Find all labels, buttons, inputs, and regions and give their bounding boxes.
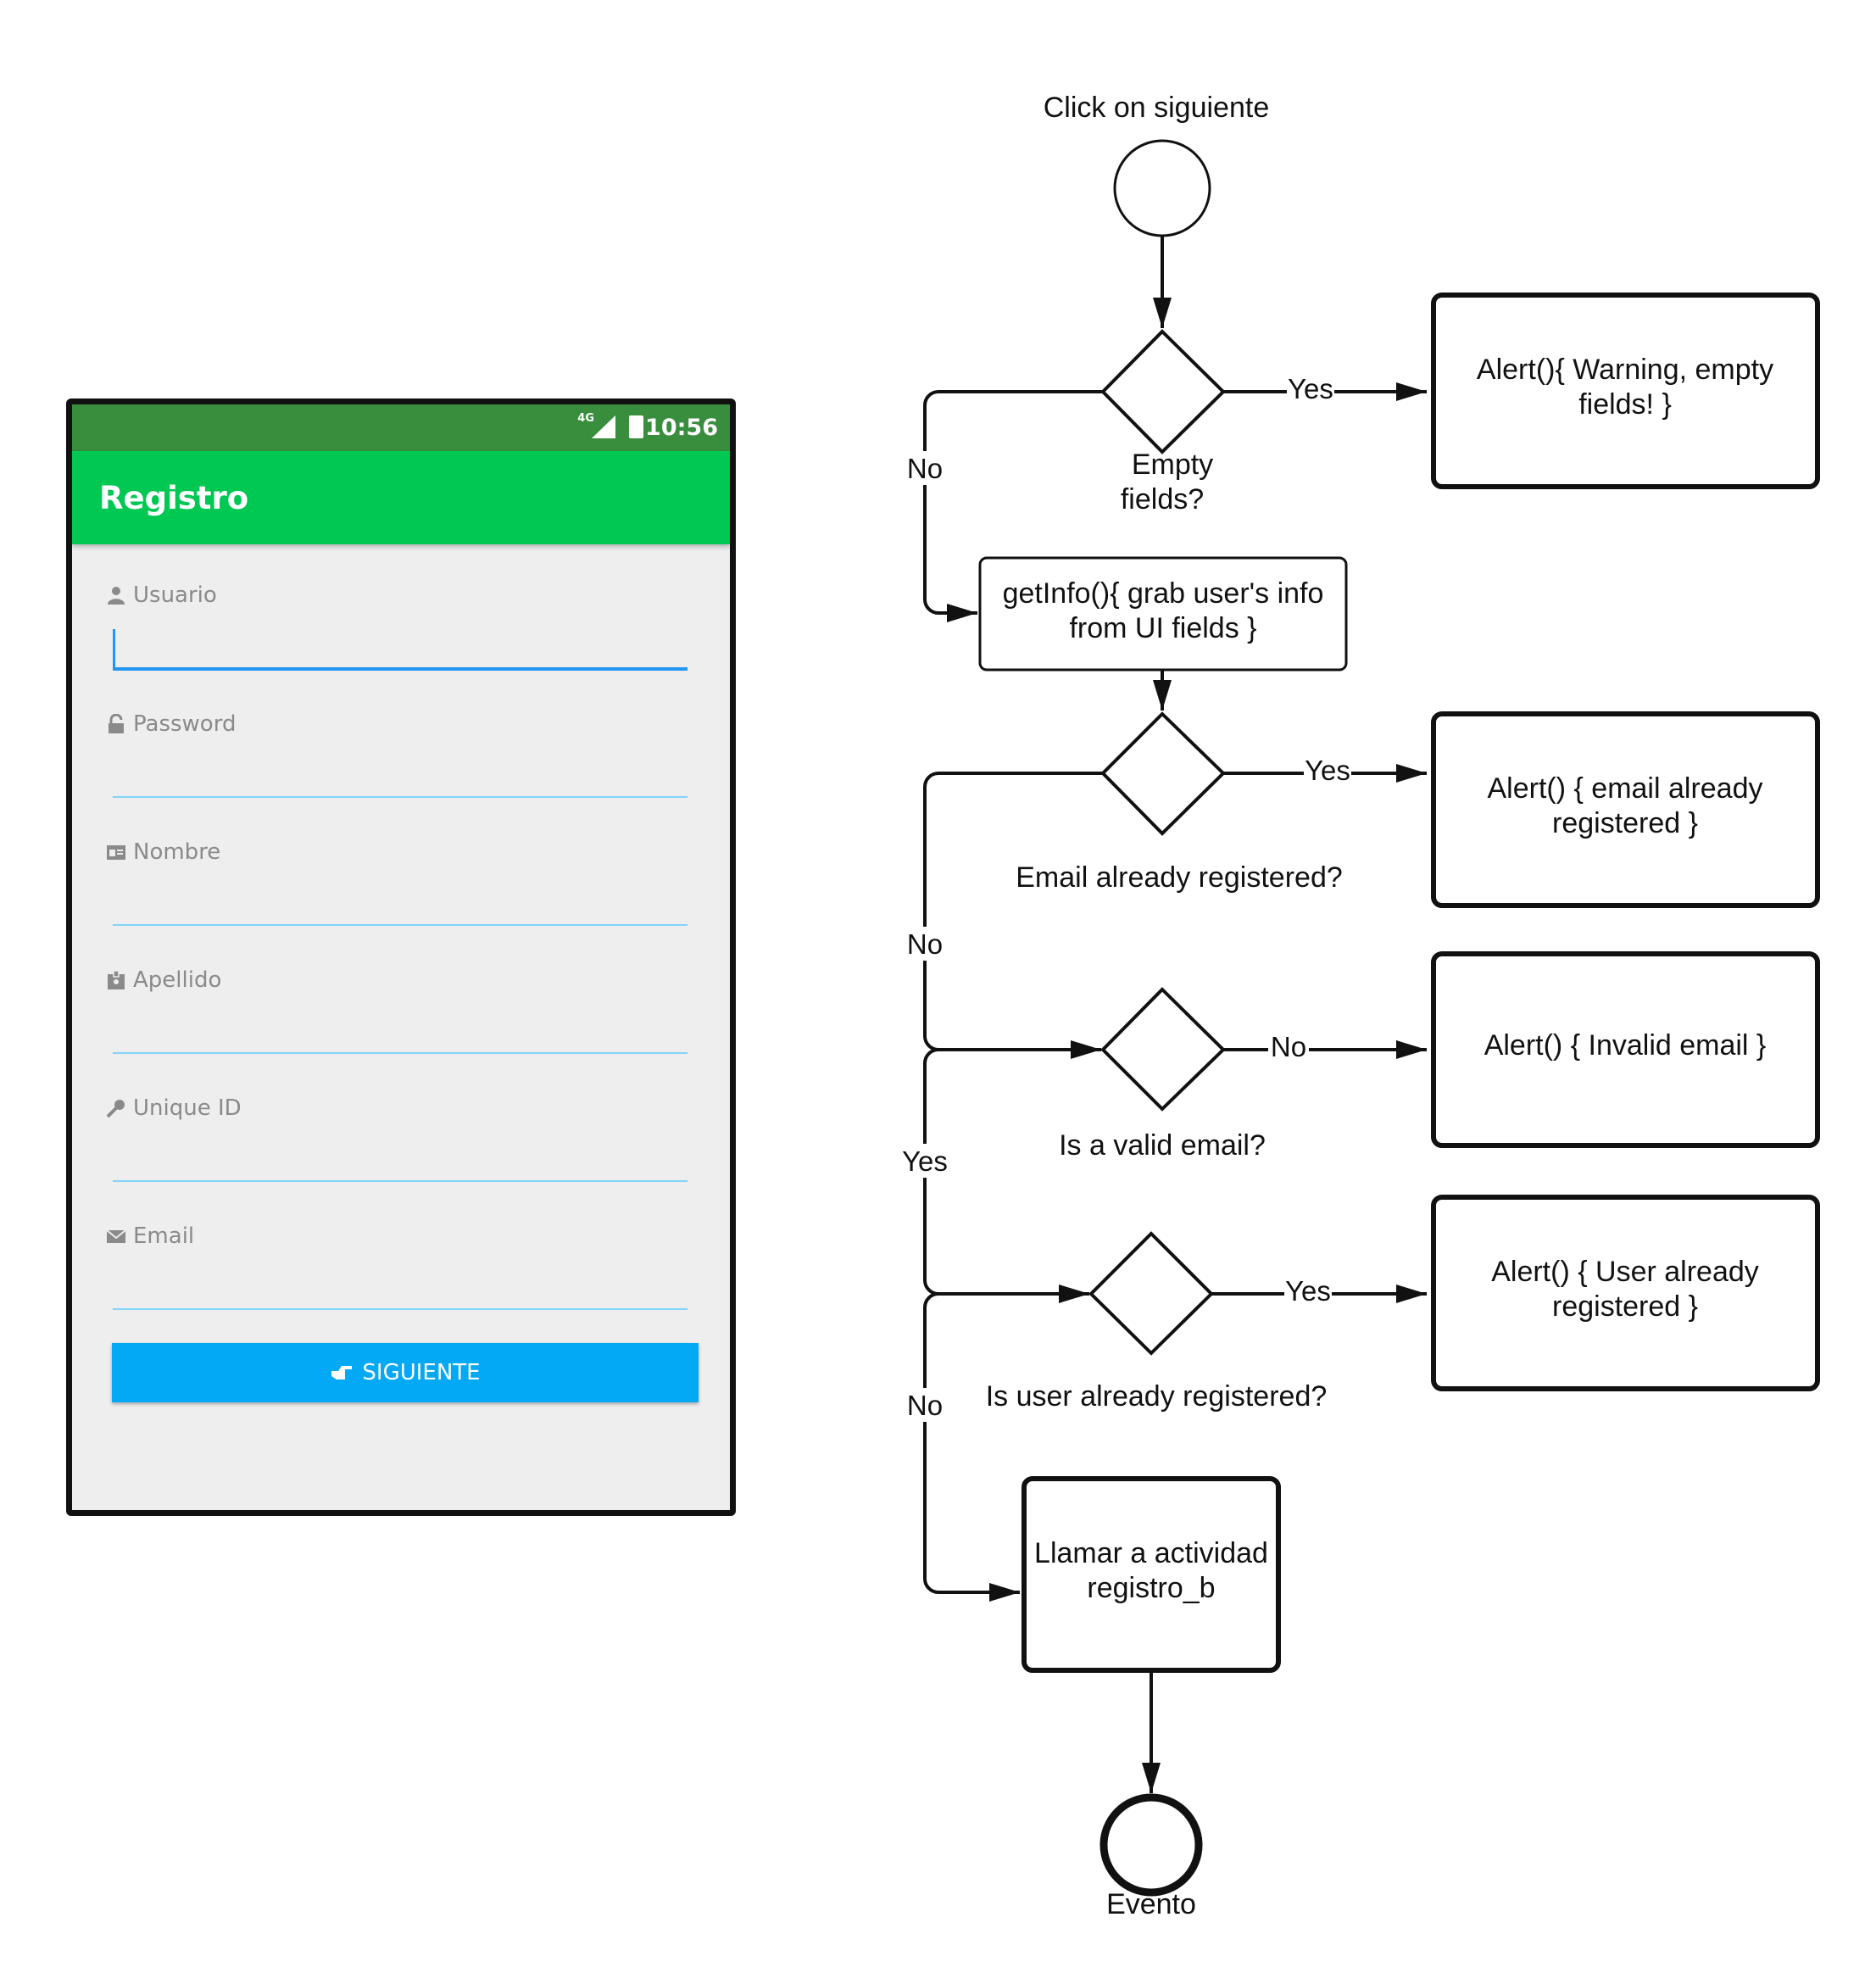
alert-user-registered-line-1: Alert() { User already [1491, 1256, 1759, 1288]
apellido-field[interactable]: Apellido [106, 967, 699, 1095]
badge-icon [108, 970, 125, 989]
usuario-underline [113, 667, 687, 671]
alert-empty-box [1431, 293, 1820, 489]
getinfo-box [978, 556, 1348, 672]
unique-id-label: Unique ID [133, 1095, 242, 1121]
email-field[interactable]: Email [106, 1223, 699, 1351]
apellido-underline [113, 1052, 687, 1054]
email-underline [113, 1308, 687, 1310]
lock-icon [109, 714, 124, 733]
empty-fields-label-2: fields? [1121, 483, 1204, 516]
empty-no-label: No [907, 453, 943, 484]
password-label: Password [133, 711, 237, 737]
email-no-label: No [907, 928, 943, 960]
envelope-icon [106, 1229, 126, 1243]
edge-email-no [923, 772, 1103, 1059]
email-yes-label: Yes [1305, 755, 1350, 786]
unique-id-underline [113, 1180, 687, 1182]
status-time: 10:56 [645, 415, 718, 441]
user-yes-label: Yes [1285, 1275, 1331, 1307]
siguiente-button[interactable]: SIGUIENTE [112, 1343, 699, 1402]
usuario-field[interactable]: Usuario [106, 582, 699, 710]
usuario-label: Usuario [133, 582, 217, 608]
alert-invalid-email-box [1431, 951, 1820, 1148]
unique-id-field[interactable]: Unique ID [106, 1095, 699, 1223]
email-registered-label: Email already registered? [1016, 861, 1343, 894]
email-registered-decision [1100, 711, 1226, 836]
app-title: Registro [99, 480, 249, 516]
start-label: Click on siguiente [1044, 92, 1269, 124]
app-bar: Registro [72, 451, 730, 544]
user-registered-decision [1088, 1231, 1214, 1356]
phone-screenshot: 4G 10:56 Registro Usuario Password Nombr… [66, 398, 736, 1516]
siguiente-label: SIGUIENTE [362, 1360, 481, 1385]
hand-pointer-icon [331, 1366, 353, 1379]
edge-user-no [923, 1292, 1020, 1602]
email-label: Email [133, 1223, 195, 1249]
valid-yes-label: Yes [902, 1145, 948, 1177]
llamar-activity-box [1022, 1476, 1281, 1673]
getinfo-line-2: from UI fields } [1069, 612, 1256, 644]
alert-user-registered-line-2: registered } [1552, 1290, 1698, 1323]
start-event [1113, 139, 1211, 237]
valid-email-label: Is a valid email? [1059, 1129, 1266, 1162]
empty-fields-decision [1100, 329, 1226, 454]
person-icon [108, 587, 125, 605]
valid-no-label: No [1271, 1031, 1306, 1062]
alert-email-registered-line-1: Alert() { email already [1487, 772, 1762, 805]
llamar-line-1: Llamar a actividad [1034, 1537, 1268, 1569]
alert-invalid-email-text: Alert() { Invalid email } [1484, 1029, 1767, 1062]
battery-icon [629, 415, 643, 438]
valid-email-decision [1100, 987, 1226, 1112]
password-underline [113, 796, 687, 798]
apellido-label: Apellido [133, 967, 222, 993]
password-field[interactable]: Password [106, 711, 699, 839]
nombre-label: Nombre [133, 839, 221, 865]
empty-yes-label: Yes [1288, 373, 1333, 404]
alert-email-registered-box [1431, 711, 1820, 908]
nombre-underline [113, 924, 687, 926]
text-caret [113, 629, 115, 668]
network-type: 4G [577, 412, 594, 425]
empty-fields-label-1: Empty [1132, 449, 1213, 481]
end-event [1099, 1793, 1203, 1897]
alert-empty-line-2: fields! } [1578, 388, 1672, 421]
id-card-icon [107, 845, 125, 860]
end-label: Evento [1106, 1888, 1196, 1920]
llamar-line-2: registro_b [1087, 1572, 1215, 1604]
status-bar: 4G 10:56 [72, 404, 730, 451]
getinfo-line-1: getInfo(){ grab user's info [1003, 577, 1324, 610]
edge-empty-no [923, 390, 1103, 622]
alert-empty-line-1: Alert(){ Warning, empty [1477, 354, 1773, 386]
key-icon [106, 1100, 125, 1118]
alert-user-registered-box [1431, 1195, 1820, 1391]
signal-icon [592, 415, 615, 438]
user-registered-label: Is user already registered? [986, 1380, 1328, 1413]
user-no-label: No [907, 1390, 943, 1421]
nombre-field[interactable]: Nombre [106, 839, 699, 967]
alert-email-registered-line-2: registered } [1552, 807, 1698, 839]
